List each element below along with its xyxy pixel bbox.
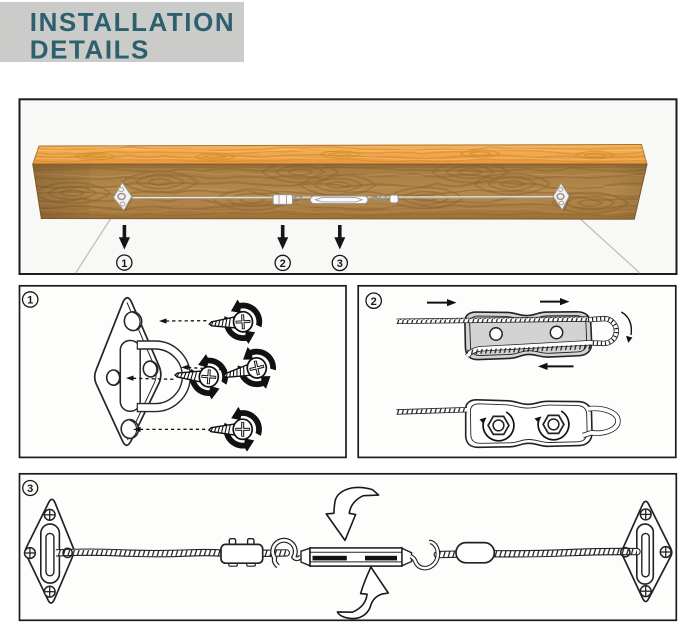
svg-text:INSTALLATION: INSTALLATION <box>30 7 235 37</box>
svg-text:2: 2 <box>280 258 286 270</box>
svg-text:1: 1 <box>121 258 127 270</box>
svg-text:DETAILS: DETAILS <box>30 34 150 64</box>
svg-text:3: 3 <box>337 258 343 270</box>
svg-text:3: 3 <box>27 483 33 495</box>
svg-text:1: 1 <box>27 295 33 307</box>
svg-text:2: 2 <box>371 296 377 308</box>
